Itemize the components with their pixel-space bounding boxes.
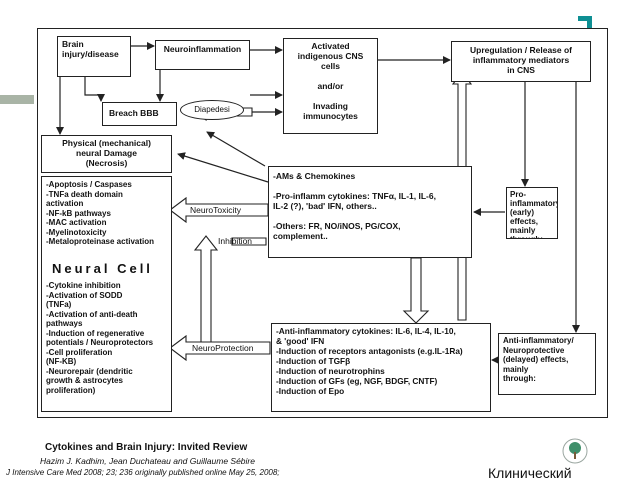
neuroprotection-label: NeuroProtection bbox=[192, 343, 254, 353]
footer-russian-text: Клинический bbox=[488, 465, 572, 481]
arrow-ams-damage bbox=[177, 152, 269, 183]
neural-cell-title: Neural Cell bbox=[52, 261, 153, 276]
ams-box: -AMs & Chemokines -Pro-inflamm cytokines… bbox=[268, 166, 472, 258]
corner-bracket-icon bbox=[578, 16, 592, 29]
upregulation-box: Upregulation / Release of inflammatory m… bbox=[451, 41, 591, 82]
neurotoxicity-arrow bbox=[169, 196, 269, 224]
neural-cell-box: -Apoptosis / Caspases -TNFa death domain… bbox=[41, 176, 172, 412]
reference-title: Cytokines and Brain Injury: Invited Revi… bbox=[45, 442, 248, 453]
decorative-bar bbox=[0, 95, 34, 104]
anti-inflammatory-box: -Anti-inflammatory cytokines: IL-6, IL-4… bbox=[271, 323, 491, 412]
neural-cell-top-list: -Apoptosis / Caspases -TNFa death domain… bbox=[46, 180, 155, 246]
breach-bbb-box: Breach BBB bbox=[102, 102, 177, 126]
inhibition-arrow bbox=[231, 237, 267, 246]
tree-logo-icon bbox=[562, 438, 588, 464]
arrow-injury-breach bbox=[84, 77, 105, 102]
neural-cell-bottom-list: -Cytokine inhibition -Activation of SODD… bbox=[46, 281, 154, 395]
diagram-frame bbox=[37, 28, 608, 418]
inhibition-label: Inhibition bbox=[218, 236, 253, 246]
arrow-ams-up bbox=[206, 131, 266, 167]
reference-journal: J Intensive Care Med 2008; 23; 236 origi… bbox=[6, 468, 280, 477]
brain-injury-box: Brain injury/disease bbox=[57, 36, 131, 77]
anti-effects-box: Anti-inflammatory/ Neuroprotective (dela… bbox=[498, 333, 596, 395]
arrow-ams-antibox bbox=[402, 257, 430, 324]
inhibition-up-arrow bbox=[193, 235, 219, 343]
reference-authors: Hazim J. Kadhim, Jean Duchateau and Guil… bbox=[40, 456, 255, 466]
physical-damage-box: Physical (mechanical) neural Damage (Nec… bbox=[41, 135, 172, 173]
pro-effects-box: Pro-inflammatory (early) effects, mainly… bbox=[506, 187, 558, 239]
activated-cells-box: Activated indigenous CNS cells and/or In… bbox=[283, 38, 378, 134]
diapedesis-ellipse: Diapedesi bbox=[180, 100, 244, 120]
neuroprotection-arrow bbox=[169, 334, 271, 362]
neurotoxicity-label: NeuroToxicity bbox=[190, 205, 242, 215]
neuroinflammation-box: Neuroinflammation bbox=[155, 40, 250, 70]
